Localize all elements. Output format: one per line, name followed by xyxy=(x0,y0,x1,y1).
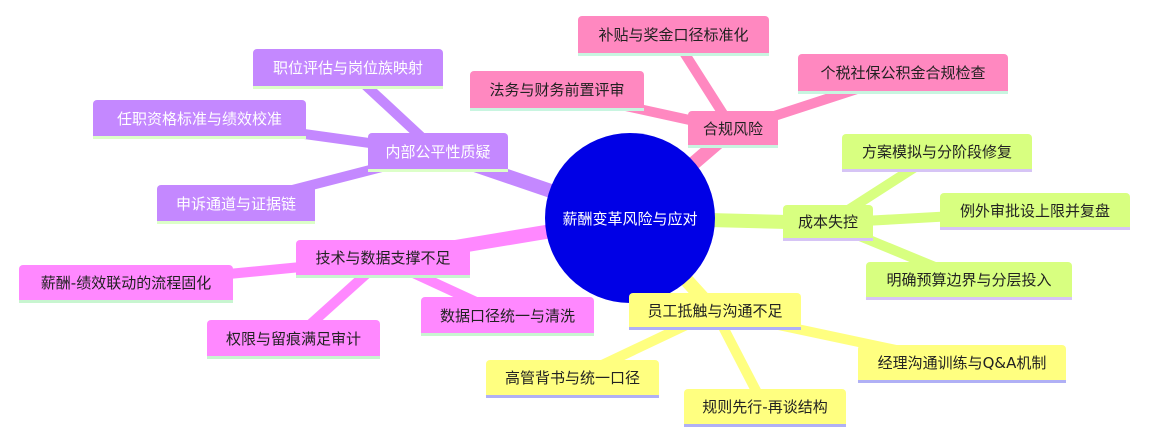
central-topic[interactable]: 薪酬变革风险与应对 xyxy=(545,133,715,303)
leaf-node[interactable]: 例外审批设上限并复盘 xyxy=(940,193,1130,230)
leaf-node[interactable]: 经理沟通训练与Q&A机制 xyxy=(858,345,1066,383)
branch-node[interactable]: 员工抵触与沟通不足 xyxy=(629,293,801,330)
leaf-node[interactable]: 个税社保公积金合规检查 xyxy=(798,54,1008,94)
leaf-node[interactable]: 法务与财务前置评审 xyxy=(470,71,644,111)
leaf-node[interactable]: 规则先行-再谈结构 xyxy=(684,389,846,427)
leaf-node[interactable]: 数据口径统一与清洗 xyxy=(421,297,594,336)
branch-node[interactable]: 技术与数据支撑不足 xyxy=(296,240,470,278)
leaf-node[interactable]: 职位评估与岗位族映射 xyxy=(253,49,443,89)
branch-node[interactable]: 内部公平性质疑 xyxy=(368,133,508,172)
leaf-node[interactable]: 方案模拟与分阶段修复 xyxy=(842,134,1032,172)
leaf-node[interactable]: 高管背书与统一口径 xyxy=(486,360,659,398)
leaf-node[interactable]: 权限与留痕满足审计 xyxy=(207,320,380,359)
leaf-node[interactable]: 薪酬-绩效联动的流程固化 xyxy=(19,265,233,303)
leaf-node[interactable]: 申诉通道与证据链 xyxy=(157,185,315,224)
branch-node[interactable]: 成本失控 xyxy=(783,205,873,241)
branch-node[interactable]: 合规风险 xyxy=(688,111,778,148)
leaf-node[interactable]: 任职资格标准与绩效校准 xyxy=(93,100,306,139)
leaf-node[interactable]: 补贴与奖金口径标准化 xyxy=(578,16,769,56)
leaf-node[interactable]: 明确预算边界与分层投入 xyxy=(866,262,1072,300)
